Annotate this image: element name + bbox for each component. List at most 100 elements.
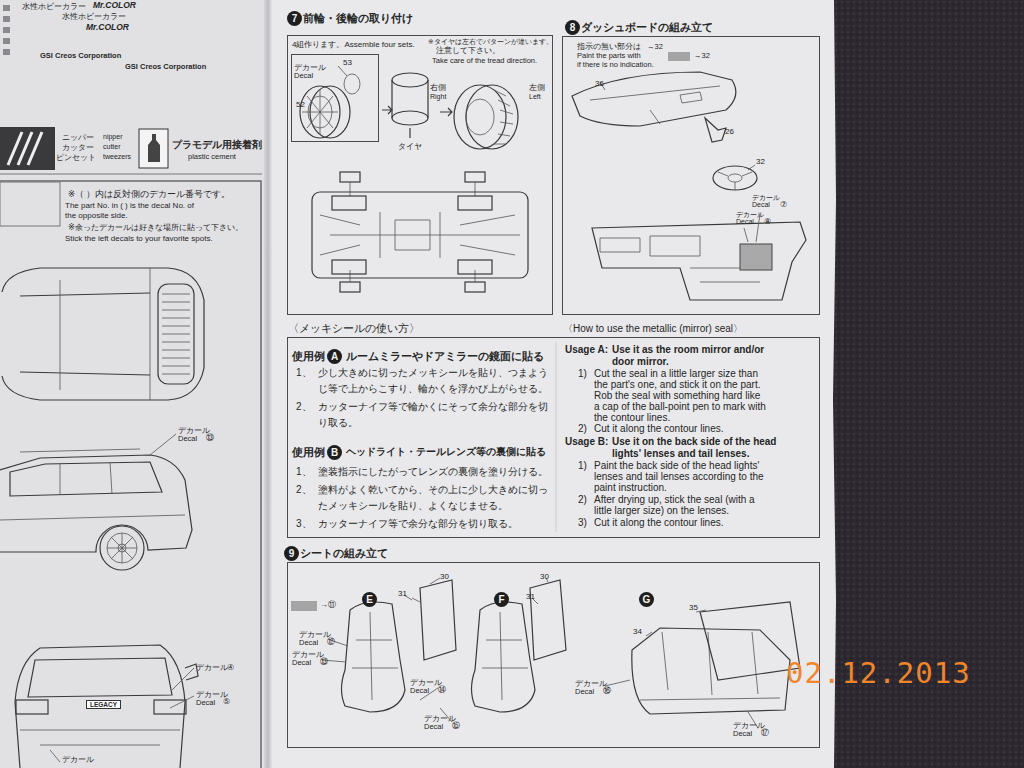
note-text: 3) xyxy=(578,517,587,529)
step-badge: B xyxy=(327,445,342,460)
step7-art xyxy=(332,196,366,210)
callout-number: ⑦ xyxy=(780,200,787,209)
car-top-view xyxy=(60,268,150,400)
car-side-view xyxy=(100,526,144,570)
note-text: 塗料がよく乾いてから、その上に少し大きめに切っ xyxy=(318,484,548,496)
step8-art xyxy=(718,165,755,190)
leader-lines-left xyxy=(50,434,194,762)
note-text: lenses and tail lenses according to the xyxy=(594,471,764,483)
car-top-view xyxy=(20,293,150,375)
step9-art xyxy=(352,612,398,700)
note-text: 右側 xyxy=(430,84,446,93)
step7-art xyxy=(340,172,360,182)
car-top-view xyxy=(162,294,190,374)
car-side-view xyxy=(10,462,162,496)
note-text: 使用例 xyxy=(292,446,325,459)
step7-art xyxy=(312,192,528,278)
callout-number: 53 xyxy=(343,58,352,67)
step7-art xyxy=(338,66,347,76)
callout-number: 31 xyxy=(526,592,535,601)
note-text: 2、 xyxy=(296,484,312,496)
step9-art xyxy=(342,602,406,712)
note-text: ニッパー xyxy=(62,133,94,142)
step7-art xyxy=(409,128,410,138)
decal-callout: デカール Decal xyxy=(294,64,328,80)
callout-number: 34 xyxy=(633,627,642,636)
color-legend-icons xyxy=(3,49,10,55)
callout-number: ⑬ xyxy=(320,657,328,666)
note-text: 2、 xyxy=(296,401,312,413)
note-text: the contour lines. xyxy=(594,412,670,424)
note-text: nipper xyxy=(103,133,122,141)
note-text: ※余ったデカールは好きな場所に貼って下さい。 xyxy=(68,223,243,233)
step9-art xyxy=(640,632,780,700)
step9-art xyxy=(420,580,456,660)
step7-art xyxy=(458,260,492,274)
step8-art xyxy=(668,52,690,61)
callout-number: ⑬ xyxy=(206,433,214,442)
step9-art xyxy=(472,602,536,712)
note-text: lights' lenses and tail lenses. xyxy=(612,448,749,460)
car-rear-view xyxy=(15,645,198,768)
step-title: ダッシュボードの組み立て xyxy=(581,21,713,34)
note-text: door mirror. xyxy=(612,356,669,368)
color-legend-icons xyxy=(3,5,10,55)
note-text: たメッキシールを貼り、よくなじませる。 xyxy=(318,500,508,512)
step-badge: 8 xyxy=(565,20,580,35)
brand-name: Mr.COLOR xyxy=(86,23,129,33)
note-text: 左側 xyxy=(529,84,545,93)
callout-number: ⑮ xyxy=(452,721,460,730)
note-text: 少し大きめに切ったメッキシールを貼り、つまよう xyxy=(318,367,548,379)
note-text: ※タイヤは左右でパターンが違います。 xyxy=(428,38,553,46)
tool-icons xyxy=(0,174,262,175)
note-text: →32 xyxy=(647,43,663,52)
step9-art xyxy=(530,580,566,660)
step-title: 前輪・後輪の取り付け xyxy=(303,12,413,25)
step7-art xyxy=(466,99,494,135)
note-text: カッター xyxy=(62,143,94,152)
car-rear-view xyxy=(15,645,185,768)
note-text: Cut it along the contour lines. xyxy=(594,517,724,529)
note-text: Usage A: xyxy=(565,344,608,356)
step9-art xyxy=(700,602,800,680)
decal-section-frame xyxy=(0,181,261,768)
callout-number: 30 xyxy=(440,572,449,581)
background xyxy=(0,0,836,768)
note-text: the part's one, and stick it on the part… xyxy=(594,379,760,391)
step-panel: シートの組み立て xyxy=(287,562,820,748)
step9-art xyxy=(482,612,528,700)
note-text: GSI Creos Corporation xyxy=(125,63,206,72)
note-text: デカール xyxy=(196,664,228,673)
note-text: Stick the left decals to your favorite s… xyxy=(65,234,213,243)
step-badge: A xyxy=(327,349,342,364)
step7-art xyxy=(465,282,485,292)
tool-icons xyxy=(148,134,160,162)
callout-number: 36 xyxy=(595,79,604,88)
note-text: デカール xyxy=(62,756,94,765)
car-rear-view xyxy=(28,658,172,697)
note-text: Take care of the tread direction. xyxy=(432,57,537,66)
step9-art xyxy=(322,610,758,728)
note-text: 塗装指示にしたがってレンズの裏側を塗り分ける。 xyxy=(318,466,548,478)
callout-number: 35 xyxy=(689,603,698,612)
car-top-view xyxy=(2,268,204,400)
note-text: 〈メッキシールの使い方〉 xyxy=(288,322,420,334)
note-text: Use it on the back side of the head xyxy=(612,436,776,448)
note-text: 注意して下さい。 xyxy=(436,47,500,56)
step7-art xyxy=(332,260,366,274)
step7-art xyxy=(392,80,428,118)
car-rear-view xyxy=(20,730,180,745)
note-text: if there is no indication. xyxy=(577,61,654,70)
step7-art xyxy=(344,74,360,94)
callout-number: 32 xyxy=(756,157,765,166)
car-rear-view xyxy=(16,700,48,714)
note-text: Left xyxy=(529,93,541,101)
step-title: シートの組み立て xyxy=(300,547,388,560)
note-text: The part No. in ( ) is the decal No. of xyxy=(65,201,194,210)
color-legend-icons xyxy=(3,27,10,33)
step8-art xyxy=(740,244,772,270)
note-text: plastic cement xyxy=(188,153,236,162)
note-text: 水性ホビーカラー xyxy=(22,2,86,11)
